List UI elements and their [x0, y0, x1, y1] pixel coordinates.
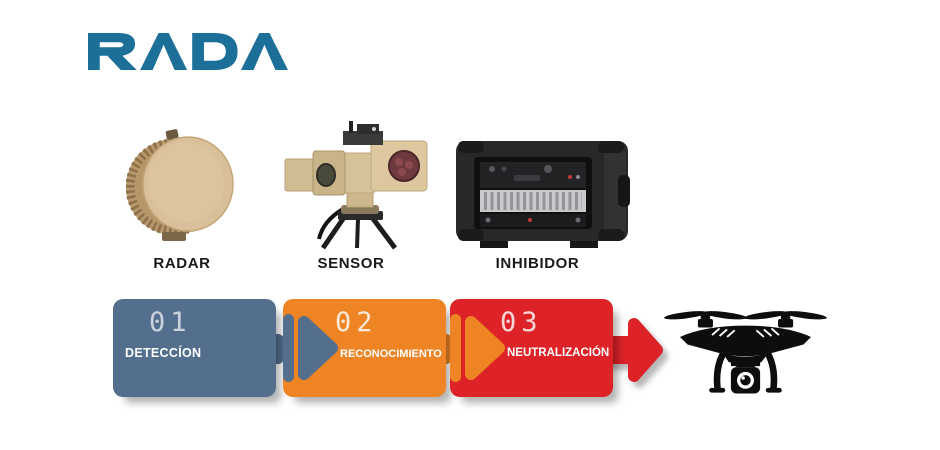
logo-letter-a2 [240, 33, 288, 70]
step2-label: RECONOCIMIENTO [340, 348, 442, 360]
step2-number: 02 [335, 307, 378, 338]
inhibidor-label: INHIBIDOR [495, 255, 580, 272]
logo-letter-r [88, 33, 137, 70]
logo-letter-d [192, 33, 238, 70]
step-neutralizacion: 03 NEUTRALIZACIÓN [450, 299, 613, 397]
step-reconocimiento: 02 RECONOCIMIENTO [283, 299, 446, 397]
step1-label: DETECCÍON [125, 346, 202, 360]
radar-dish-icon [126, 129, 234, 241]
chevron-right-icon [283, 314, 338, 382]
radar-label: RADAR [153, 255, 211, 272]
logo-letter-a1 [140, 33, 188, 70]
sensor-label: SENSOR [317, 255, 385, 272]
drone-icon [664, 311, 827, 394]
step-deteccion: 01 DETECCÍON [113, 299, 276, 397]
step3-label: NEUTRALIZACIÓN [507, 347, 610, 359]
step1-number: 01 [149, 307, 192, 338]
eo-ir-camera-icon [284, 121, 428, 250]
jammer-rack-case-icon [456, 141, 630, 248]
chevron-right-icon [450, 314, 505, 382]
rada-logo [88, 33, 288, 70]
step3-number: 03 [500, 307, 543, 338]
